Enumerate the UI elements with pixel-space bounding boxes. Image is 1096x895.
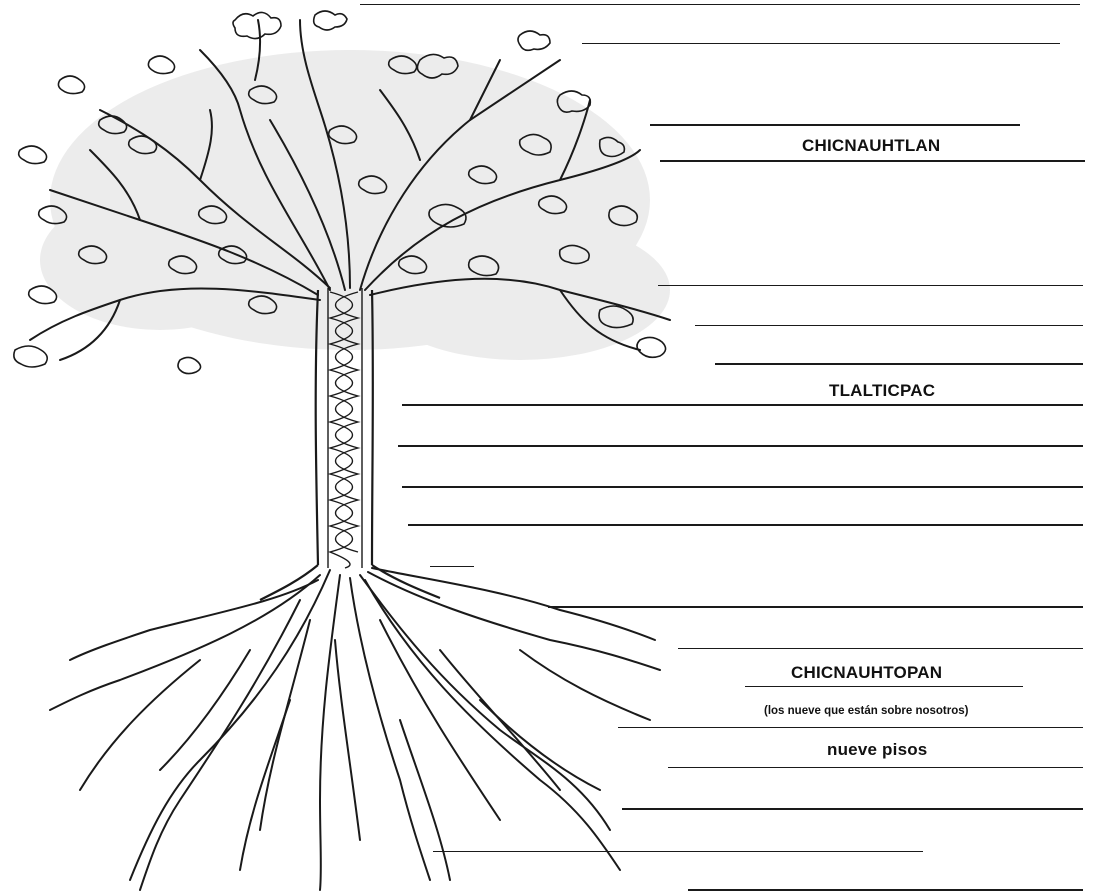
label-lower-world-note: (los nueve que están sobre nosotros): [764, 705, 968, 717]
rule-line: [430, 566, 474, 567]
rule-line: [548, 606, 1083, 608]
rule-line: [360, 4, 1080, 5]
rule-line: [582, 43, 1060, 44]
rule-line: [398, 445, 1083, 447]
rule-line: [433, 851, 923, 852]
label-tlalticpac: TLALTICPAC: [829, 381, 935, 401]
rule-line: [650, 124, 1020, 126]
rule-line: [668, 767, 1083, 768]
rule-line: [618, 727, 1083, 728]
rule-line: [658, 285, 1083, 286]
rule-line: [678, 648, 1083, 649]
rule-line: [688, 889, 1083, 891]
rule-line: [715, 363, 1083, 365]
rule-line: [402, 404, 1083, 406]
label-nueve-pisos: nueve pisos: [827, 740, 927, 760]
rule-line: [695, 325, 1083, 326]
rule-line: [408, 524, 1083, 526]
label-chicnauhtlan: CHICNAUHTLAN: [802, 136, 940, 156]
root-system: [50, 568, 660, 890]
label-chicnauhtopan: CHICNAUHTOPAN: [791, 663, 942, 683]
rule-line: [660, 160, 1085, 162]
rule-line: [745, 686, 1023, 687]
rule-line: [402, 486, 1083, 488]
rule-line: [622, 808, 1083, 810]
